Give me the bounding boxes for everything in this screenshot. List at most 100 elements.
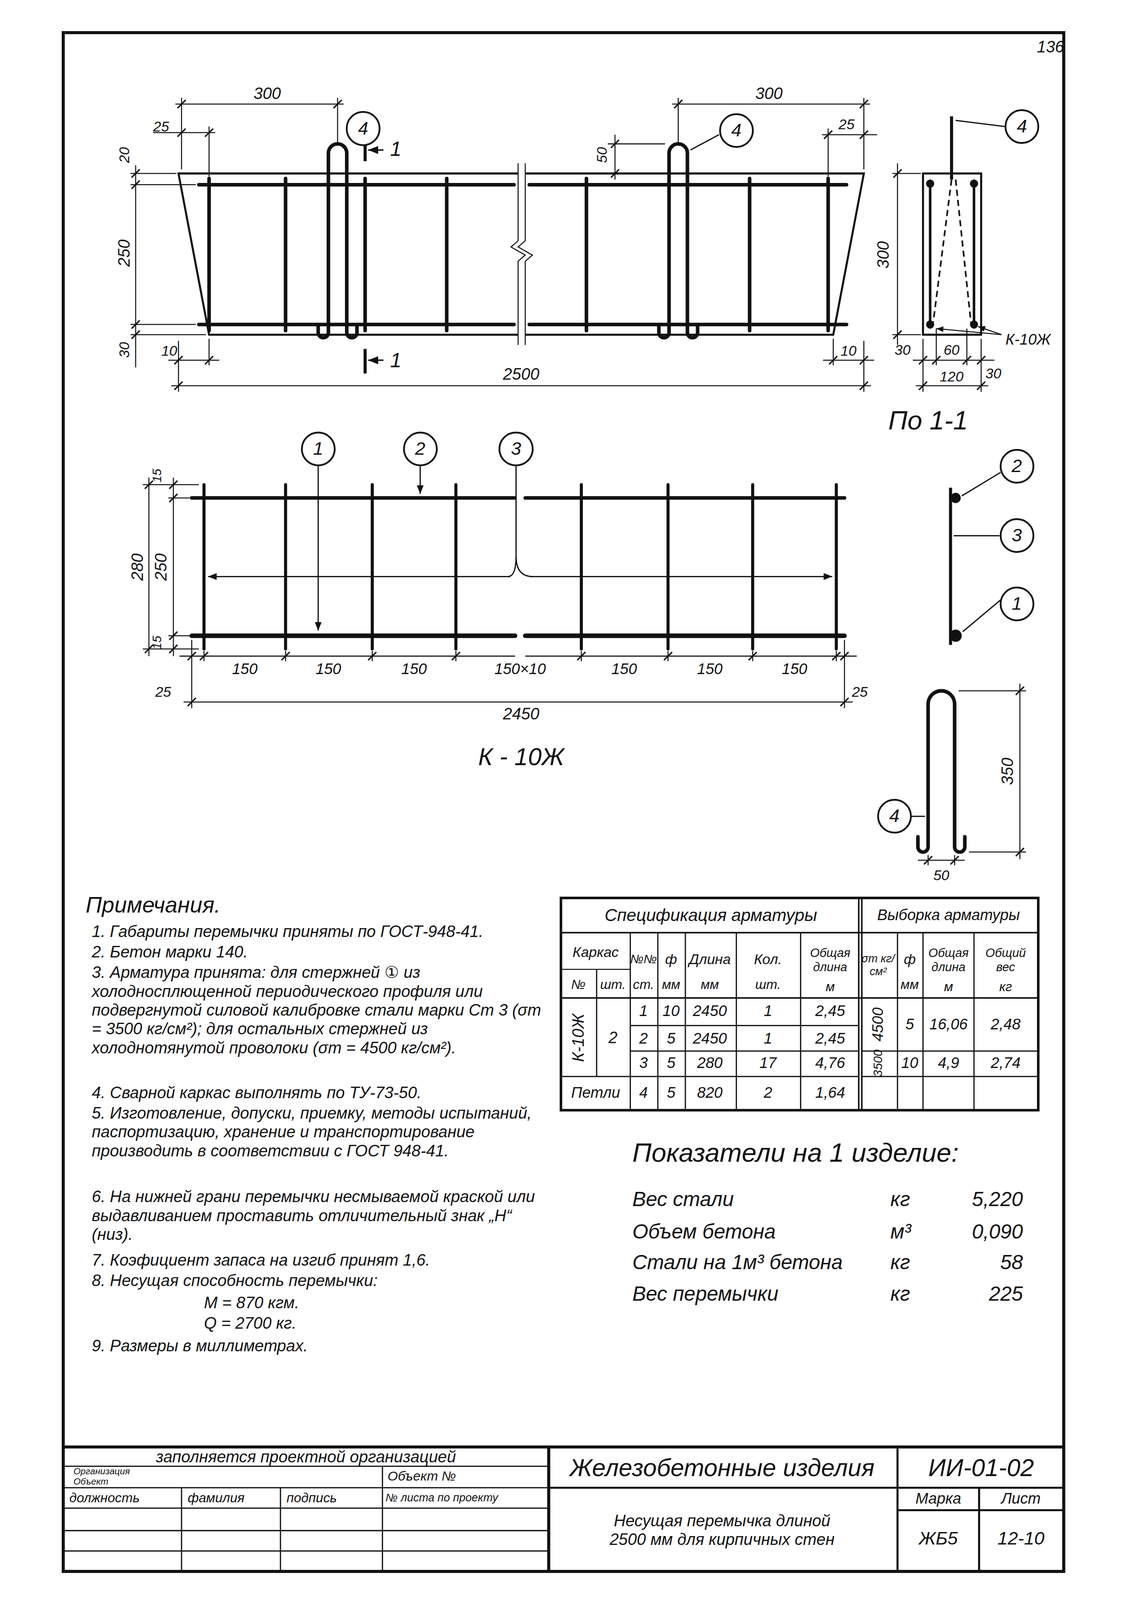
- section-view-part: [930, 179, 974, 329]
- drawing-label: 50: [593, 146, 610, 163]
- cage-dimensions-part: [451, 651, 460, 660]
- title-block-text: Объект №: [387, 1468, 456, 1484]
- dimension-lines-part: [607, 134, 665, 180]
- cage-leaders-part: [419, 466, 421, 494]
- indicator-text: Вес стали: [632, 1186, 734, 1211]
- section-view-part: [949, 116, 954, 180]
- section-view-part: [936, 328, 1002, 335]
- table-cell: Длина: [688, 950, 731, 967]
- callout-circle: 1: [300, 431, 336, 467]
- lifting-loop-part: [911, 815, 926, 817]
- specification-table-part: [596, 932, 801, 1110]
- dimension-lines-part: [829, 356, 838, 365]
- callout-number: 1: [312, 439, 324, 458]
- cage-dimensions-part: [832, 651, 841, 660]
- drawing-label: 300: [755, 84, 783, 103]
- cage-dimensions-part: [183, 701, 853, 703]
- indicator-text: кг: [890, 1250, 911, 1274]
- drawing-label: 1: [390, 137, 402, 161]
- section-view-part: [893, 330, 902, 339]
- callout-number: 4: [889, 806, 900, 825]
- dimension-lines-part: [823, 338, 875, 392]
- table-cell: К-10Ж: [569, 1013, 588, 1061]
- note-text: 5. Изготовление, допуски, приемку, метод…: [91, 1103, 553, 1160]
- indicator-text: 0,090: [971, 1219, 1023, 1243]
- cage-leaders-part: [208, 575, 511, 578]
- drawing-label: 150: [781, 660, 808, 678]
- table-cell: ст.: [633, 976, 655, 992]
- dimension-lines-part: [131, 320, 140, 329]
- table-cell: шт.: [755, 976, 781, 992]
- table-cell: Общий вес: [974, 945, 1037, 974]
- cage-dimensions-part: [169, 480, 178, 489]
- table-cell: кг: [999, 978, 1013, 994]
- lifting-loop: [911, 683, 1026, 866]
- cage-section-part: [953, 472, 1001, 632]
- dimension-lines-part: [859, 356, 868, 365]
- dimension-lines-part: [177, 128, 186, 137]
- drawing-label: 25: [851, 683, 868, 700]
- cage-leaders-part: [317, 466, 319, 631]
- dimension-lines-part: [859, 381, 868, 390]
- drawing-label: 10: [161, 342, 178, 360]
- drawing-label: 25: [153, 118, 170, 135]
- welded-cage-part: [191, 495, 845, 500]
- dimension-lines-part: [859, 130, 868, 139]
- callout-number: 1: [1011, 594, 1022, 613]
- drawing-label: 30: [116, 341, 133, 358]
- table-cell: м: [825, 978, 835, 994]
- table-cell: 5: [666, 1083, 676, 1102]
- note-text: 4. Сварной каркас выполнять по ТУ-73-50.: [91, 1083, 553, 1102]
- section-mark-part: [368, 359, 384, 361]
- dimension-lines-part: [333, 99, 342, 108]
- title-block-text: Марка: [915, 1489, 962, 1508]
- table-cell: 3500: [870, 1048, 886, 1077]
- section-view-part: [977, 381, 986, 390]
- callout-number: 4: [357, 119, 369, 138]
- note-text: 6. На нижней грани перемычки несмываемой…: [91, 1187, 553, 1244]
- drawing-label: 250: [114, 239, 134, 267]
- section-view: [892, 116, 1002, 392]
- table-cell: Выборка арматуры: [877, 906, 1020, 924]
- cage-dimensions-part: [142, 484, 199, 649]
- cage-dimensions-part: [172, 477, 174, 656]
- section-view-part: [926, 180, 934, 188]
- table-cell: 17: [759, 1053, 777, 1072]
- title-block-text: Железобетонные изделия: [569, 1453, 875, 1482]
- cage-dimensions-part: [148, 477, 150, 656]
- drawing-label: 50: [933, 866, 950, 884]
- dimension-lines-part: [205, 128, 214, 137]
- table-cell: 16,06: [929, 1015, 968, 1034]
- cage-section: [949, 472, 1001, 645]
- table-cell: 4,76: [815, 1053, 846, 1072]
- section-view-part: [893, 169, 902, 178]
- drawing-label: 60: [943, 341, 960, 359]
- table-cell: 1: [763, 1029, 772, 1048]
- drawing-label: 25: [155, 683, 172, 700]
- cage-dimensions-part: [664, 651, 673, 660]
- section-view-part: [912, 328, 995, 392]
- cage-section-part: [949, 487, 953, 645]
- indicator-text: 5,220: [971, 1186, 1023, 1211]
- callout-leaders-part: [690, 134, 719, 150]
- indicator-text: кг: [890, 1186, 911, 1211]
- callout-leaders-part: [955, 120, 1005, 127]
- dimension-lines-part: [205, 356, 214, 365]
- table-cell: 2: [763, 1083, 772, 1102]
- title-block-part: [548, 1487, 1064, 1510]
- table-cell: №: [570, 976, 586, 992]
- specification-table-part: [561, 968, 631, 970]
- note-text: 2. Бетон марки 140.: [91, 942, 553, 962]
- callout-number: 2: [1011, 456, 1022, 475]
- dimension-lines-part: [672, 98, 871, 170]
- callout-circle: 4: [719, 113, 754, 148]
- table-cell: 10: [662, 1001, 680, 1020]
- section-view-part: [922, 173, 982, 335]
- dimension-lines-part: [823, 130, 832, 139]
- title-block-text: Объект: [73, 1475, 109, 1487]
- cage-dimensions-part: [179, 655, 857, 657]
- table-cell: 1: [639, 1001, 648, 1020]
- drawing-label: 250: [151, 553, 171, 581]
- sheet-frame: [63, 32, 1064, 1572]
